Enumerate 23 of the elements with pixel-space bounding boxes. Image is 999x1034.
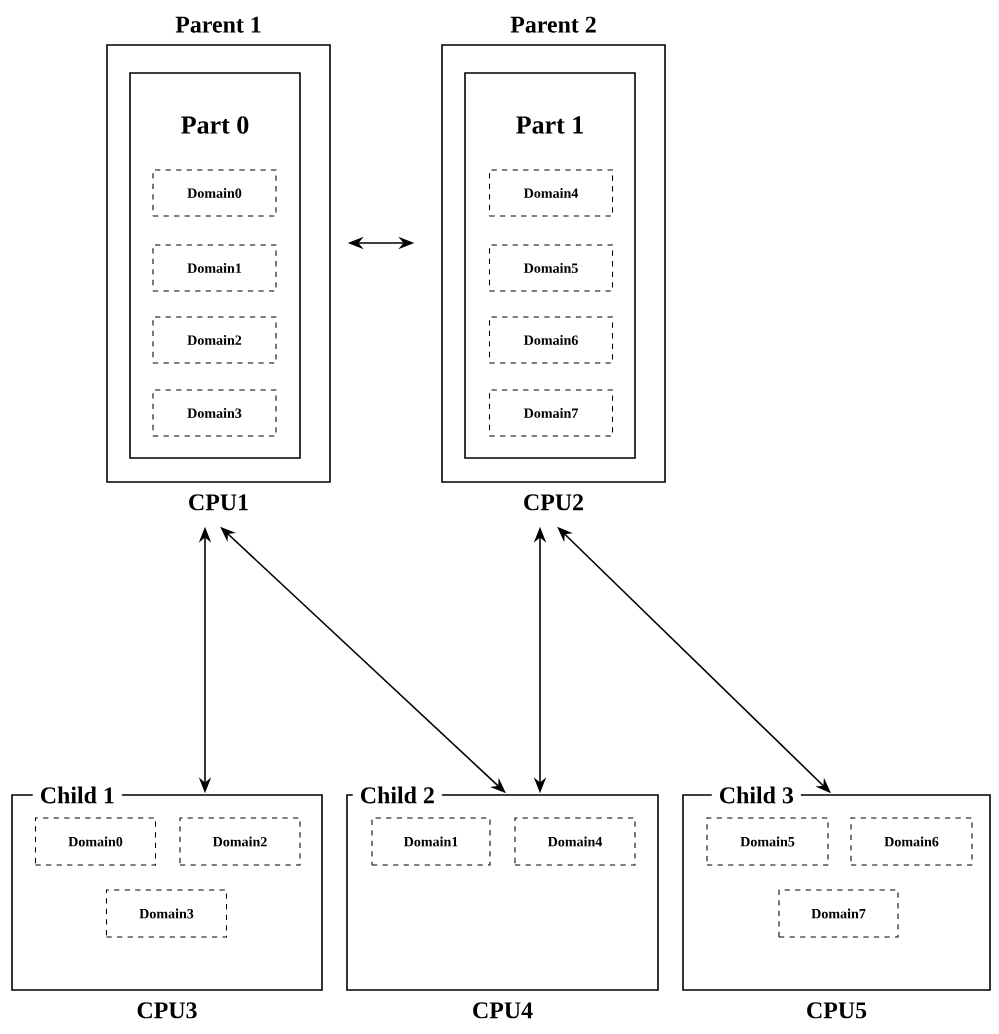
cpu-label: CPU5 (807, 1002, 867, 1019)
cpu-label: CPU3 (137, 1002, 197, 1019)
domain-box: Domain2 (179, 817, 301, 866)
domain-box: Domain4 (514, 817, 636, 866)
cpu-label: CPU1 (189, 494, 248, 511)
domain-box: Domain1 (152, 244, 277, 292)
domain-box: Domain0 (34, 817, 157, 866)
cpu-label: CPU4 (473, 1002, 533, 1019)
cpu-label: CPU2 (524, 494, 583, 511)
domain-box: Domain7 (489, 389, 614, 437)
domain-box: Domain6 (489, 316, 614, 364)
node-label: Parent 1 (175, 16, 261, 33)
domain-box: Domain3 (105, 889, 228, 938)
domain-box: Domain1 (371, 817, 491, 866)
domain-box: Domain5 (489, 244, 614, 292)
node-label: Parent 2 (510, 16, 596, 33)
domain-box: Domain5 (706, 817, 829, 866)
domain-box: Domain4 (489, 169, 614, 217)
domain-box: Domain3 (152, 389, 277, 437)
domain-box: Domain7 (778, 889, 899, 938)
domain-box: Domain0 (152, 169, 277, 217)
domain-box: Domain2 (152, 316, 277, 364)
domain-box: Domain6 (850, 817, 973, 866)
